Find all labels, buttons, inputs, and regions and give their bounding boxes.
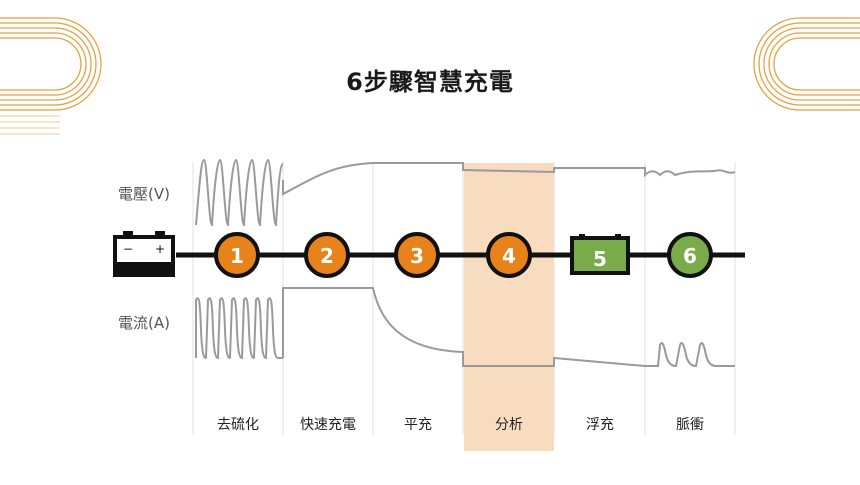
current-waveform (195, 287, 735, 368)
step-2-number: 2 (320, 244, 334, 268)
decor-arcs-left (0, 17, 102, 111)
step-1-number: 1 (230, 244, 244, 268)
step-3-number: 3 (410, 244, 424, 268)
page-title: 6步驟智慧充電 (346, 68, 514, 96)
step-4-number: 4 (502, 244, 516, 268)
stage-label-2: 快速充電 (300, 417, 356, 433)
decor-lines-left (0, 115, 60, 135)
svg-text:−: − (123, 242, 133, 256)
step-4-circle: 4 (486, 232, 532, 278)
analysis-highlight (464, 163, 554, 451)
stage-label-6: 脈衝 (676, 417, 704, 433)
current-axis-label: 電流(A) (118, 314, 170, 332)
step-1-circle: 1 (214, 232, 260, 278)
voltage-waveform (195, 158, 736, 227)
stage-label-1: 去硫化 (217, 417, 259, 433)
step-2-circle: 2 (304, 232, 350, 278)
step-5-number: 5 (593, 247, 607, 271)
stage-label-5: 浮充 (586, 417, 614, 433)
step-3-circle: 3 (394, 232, 440, 278)
decor-arcs-right (753, 17, 860, 111)
stage-label-4: 分析 (495, 417, 523, 433)
battery-icon: − + (113, 231, 175, 277)
svg-text:+: + (155, 242, 165, 256)
step-6-number: 6 (683, 244, 697, 268)
voltage-axis-label: 電壓(V) (118, 185, 170, 203)
step-5-battery: 5 (570, 234, 630, 275)
step-6-circle: 6 (667, 232, 713, 278)
stage-label-3: 平充 (404, 417, 432, 433)
